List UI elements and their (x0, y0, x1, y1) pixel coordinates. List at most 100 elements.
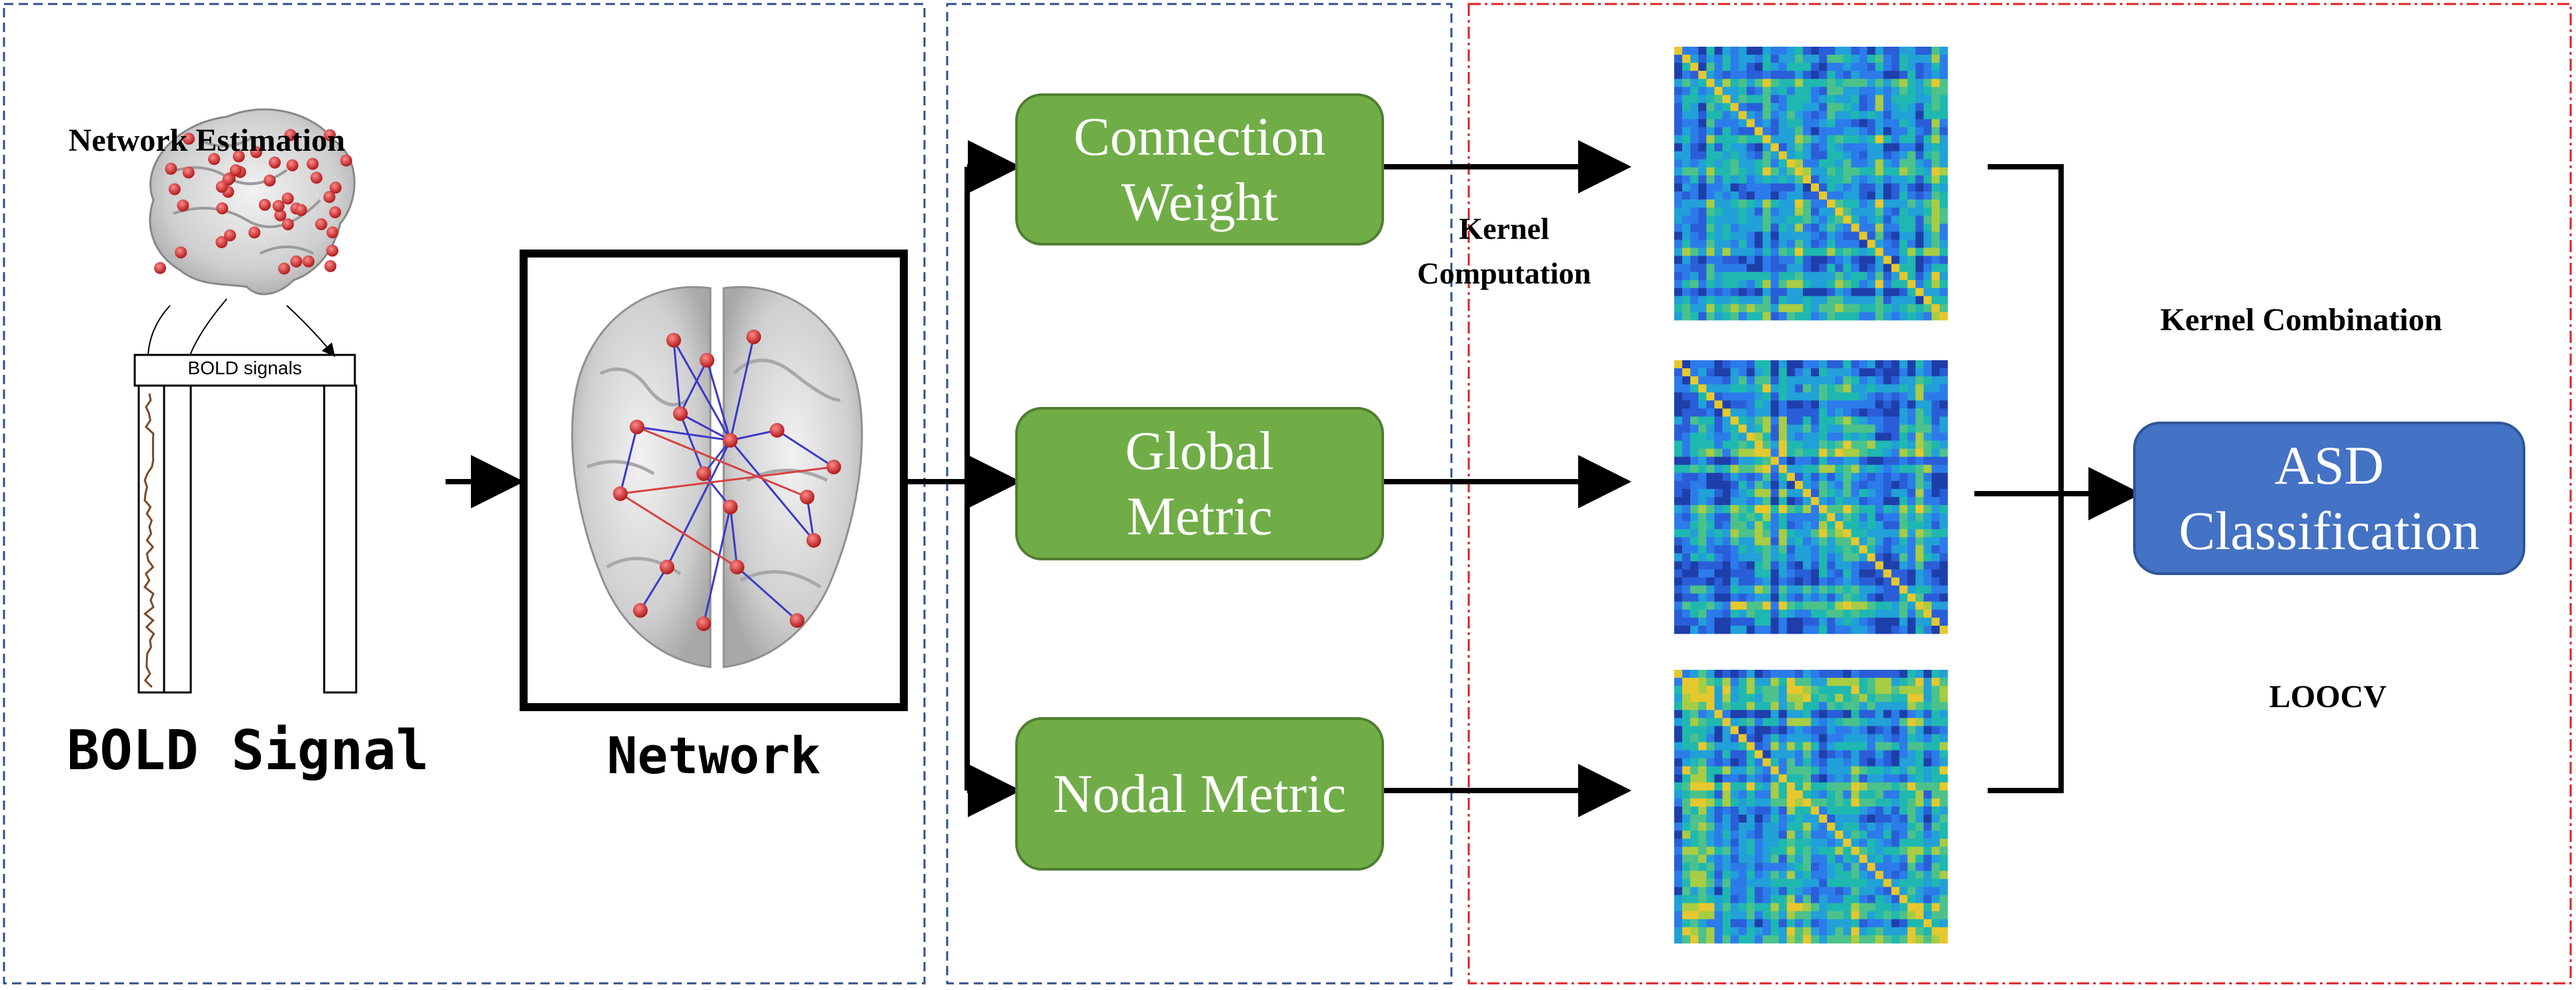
matrix-cell (1730, 521, 1739, 530)
matrix-cell (1875, 288, 1884, 297)
matrix-cell (1738, 585, 1747, 594)
matrix-cell (1851, 871, 1860, 879)
matrix-cell (1923, 561, 1932, 570)
matrix-cell (1819, 440, 1828, 449)
matrix-cell (1770, 871, 1780, 879)
matrix-cell (1802, 256, 1812, 264)
matrix-cell (1899, 505, 1908, 514)
matrix-cell (1770, 456, 1780, 466)
matrix-cell (1722, 935, 1731, 944)
connection-weight-label-line2: Weight (1121, 171, 1278, 232)
matrix-cell (1843, 742, 1852, 751)
matrix-cell (1907, 472, 1916, 482)
matrix-cell (1698, 887, 1707, 895)
matrix-cell (1907, 577, 1916, 586)
matrix-cell (1778, 790, 1788, 799)
matrix-cell (1786, 111, 1796, 119)
matrix-cell (1802, 726, 1812, 734)
matrix-cell (1811, 798, 1820, 807)
matrix-cell (1875, 847, 1884, 855)
matrix-cell (1802, 143, 1812, 152)
matrix-cell (1738, 408, 1747, 417)
matrix-cell (1714, 895, 1723, 904)
matrix-cell (1794, 376, 1804, 385)
matrix-cell (1802, 135, 1812, 144)
matrix-cell (1843, 55, 1852, 63)
matrix-cell (1802, 239, 1812, 248)
matrix-cell (1883, 855, 1892, 863)
matrix-cell (1931, 95, 1940, 103)
matrix-cell (1931, 734, 1940, 742)
matrix-cell (1770, 839, 1780, 847)
matrix-cell (1730, 159, 1739, 168)
matrix-cell (1939, 464, 1948, 474)
matrix-cell (1875, 143, 1884, 152)
matrix-cell (1786, 408, 1796, 417)
matrix-cell (1867, 183, 1876, 192)
matrix-cell (1698, 191, 1707, 200)
matrix-cell (1754, 903, 1763, 912)
matrix-cell (1819, 766, 1828, 775)
matrix-cell (1851, 839, 1860, 847)
matrix-cell (1786, 79, 1796, 87)
matrix-cell (1698, 895, 1707, 904)
matrix-cell (1746, 256, 1755, 264)
matrix-cell (1819, 678, 1828, 686)
matrix-cell (1899, 911, 1908, 920)
matrix-cell (1682, 111, 1691, 119)
matrix-cell (1859, 569, 1868, 578)
matrix-cell (1891, 521, 1900, 530)
matrix-cell (1706, 847, 1715, 855)
matrix-cell (1714, 288, 1723, 297)
matrix-cell (1794, 617, 1804, 626)
matrix-cell (1875, 895, 1884, 904)
matrix-cell (1690, 831, 1699, 839)
matrix-cell (1770, 807, 1780, 815)
matrix-cell (1802, 919, 1812, 928)
matrix-cell (1923, 272, 1932, 281)
brain-node (340, 154, 352, 167)
matrix-cell (1883, 199, 1892, 208)
matrix-cell (1835, 464, 1844, 474)
matrix-cell (1851, 119, 1860, 127)
matrix-cell (1730, 553, 1739, 562)
matrix-cell (1939, 863, 1948, 871)
matrix-cell (1770, 392, 1780, 401)
matrix-cell (1738, 63, 1747, 71)
matrix-cell (1754, 686, 1763, 694)
matrix-cell (1738, 686, 1747, 694)
matrix-cell (1706, 617, 1715, 626)
matrix-cell (1746, 686, 1755, 694)
matrix-cell (1674, 256, 1683, 264)
matrix-cell (1859, 521, 1868, 530)
matrix-cell (1883, 782, 1892, 791)
matrix-cell (1714, 807, 1723, 815)
matrix-cell (1811, 734, 1820, 742)
matrix-cell (1859, 111, 1868, 119)
panel-feature-extraction (946, 3, 1453, 985)
matrix-cell (1754, 694, 1763, 702)
matrix-cell (1714, 304, 1723, 313)
matrix-cell (1770, 280, 1780, 289)
matrix-cell (1762, 103, 1772, 111)
matrix-cell (1859, 678, 1868, 686)
matrix-cell (1770, 553, 1780, 562)
matrix-cell (1923, 537, 1932, 546)
matrix-cell (1859, 758, 1868, 767)
matrix-cell (1714, 416, 1723, 425)
matrix-cell (1867, 585, 1876, 594)
matrix-cell (1698, 55, 1707, 63)
matrix-cell (1746, 855, 1755, 863)
matrix-cell (1714, 903, 1723, 912)
brain-node (310, 171, 323, 184)
matrix-cell (1674, 175, 1683, 184)
matrix-cell (1923, 167, 1932, 176)
matrix-cell (1835, 111, 1844, 119)
matrix-cell (1730, 911, 1739, 920)
matrix-cell (1802, 895, 1812, 904)
matrix-cell (1674, 392, 1683, 401)
matrix-cell (1754, 448, 1763, 458)
matrix-cell (1674, 231, 1683, 240)
matrix-cell (1875, 432, 1884, 441)
matrix-cell (1875, 79, 1884, 87)
